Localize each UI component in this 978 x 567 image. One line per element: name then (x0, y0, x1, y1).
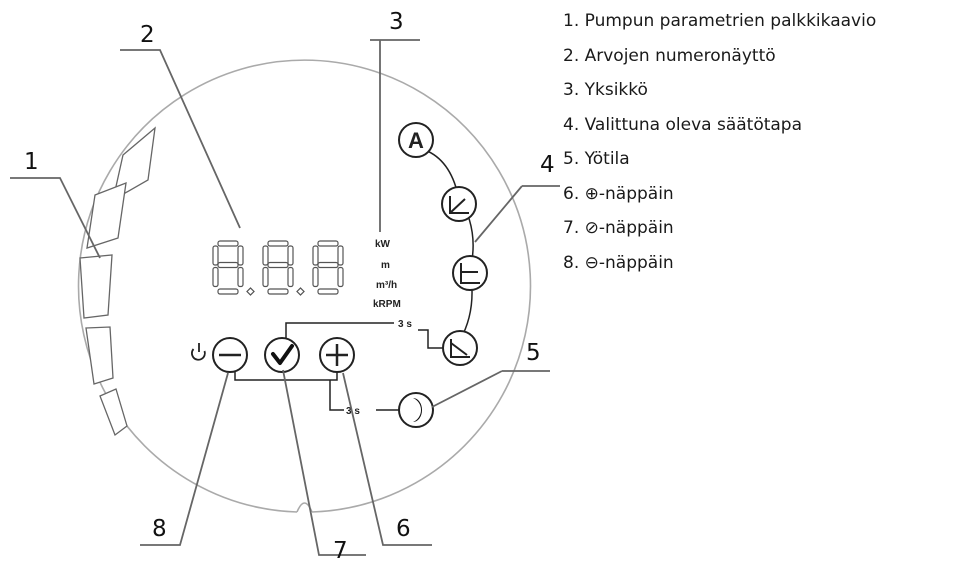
legend: 1. Pumpun parametrien palkkikaavio 2. Ar… (563, 4, 876, 280)
callout-7: 7 (333, 538, 348, 564)
leader-2 (120, 49, 241, 229)
callout-1: 1 (24, 149, 39, 175)
digit-segment (212, 245, 219, 266)
digit-segment (287, 266, 294, 288)
power-icon (191, 343, 206, 361)
plus-button[interactable] (319, 337, 355, 373)
night-mode-icon (398, 392, 434, 428)
display-digit (312, 240, 344, 295)
legend-item: 4. Valittuna oleva säätötapa (563, 114, 803, 135)
legend-item: 7. ⊘-näppäin (563, 218, 674, 238)
unit-m3h: m³/h (376, 280, 397, 291)
mode-auto-icon: A (398, 122, 434, 158)
callout-8: 8 (152, 516, 167, 542)
callout-6: 6 (396, 516, 411, 542)
digit-segment (267, 261, 289, 269)
digit-segment (337, 266, 344, 288)
unit-m: m (381, 260, 390, 271)
digit-segment (317, 261, 339, 269)
confirm-button[interactable] (264, 337, 300, 373)
timer-label-mode: 3 s (398, 319, 412, 330)
digit-segment (237, 245, 244, 266)
legend-item: 8. ⊖-näppäin (563, 252, 674, 273)
digit-segment (217, 240, 239, 247)
unit-krpm: kRPM (373, 299, 401, 310)
legend-item: 5. Yötila (563, 149, 630, 169)
timer-line-night (234, 367, 399, 411)
pump-control-panel-diagram: kW m m³/h kRPM A 3 s 3 s (10, 9, 560, 564)
digit-segment (287, 245, 294, 266)
unit-kw: kW (375, 239, 391, 250)
callout-2: 2 (140, 22, 155, 48)
digit-segment (262, 245, 269, 266)
leader-4 (474, 185, 560, 243)
leader-7 (282, 369, 366, 556)
digit-segment (237, 266, 244, 288)
decimal-point (246, 287, 255, 296)
digit-segment (312, 266, 319, 288)
digit-segment (312, 245, 319, 266)
bar-segment (112, 126, 156, 202)
leader-6 (342, 372, 432, 546)
legend-item: 6. ⊕-näppäin (563, 183, 674, 204)
leader-1 (10, 177, 101, 259)
bar-graph (79, 126, 156, 437)
display-digit (262, 240, 305, 296)
digit-segment (262, 266, 269, 288)
digit-segment (217, 261, 239, 269)
timer-label-night: 3 s (346, 406, 360, 417)
svg-text:A: A (408, 128, 424, 153)
digit-segment (217, 288, 239, 295)
decimal-point (296, 287, 305, 296)
digit-segment (212, 266, 219, 288)
timer-line-mode (285, 322, 444, 349)
bar-segment (99, 388, 128, 437)
constant-curve-icon (442, 330, 478, 366)
bar-segment (86, 181, 127, 249)
bar-segment (79, 254, 113, 319)
proportional-pressure-icon (441, 186, 477, 222)
callout-3: 3 (389, 9, 404, 35)
digit-segment (267, 288, 289, 295)
leader-lines (10, 39, 560, 556)
digit-segment (317, 240, 339, 247)
display-digit (212, 240, 255, 296)
legend-item: 3. Yksikkö (563, 80, 648, 100)
legend-item: 1. Pumpun parametrien palkkikaavio (563, 11, 877, 31)
digit-segment (317, 288, 339, 295)
minus-button[interactable] (212, 337, 248, 373)
digit-segment (267, 240, 289, 247)
constant-pressure-icon (452, 255, 488, 291)
digit-segment (337, 245, 344, 266)
numeric-display (212, 240, 344, 296)
leader-8 (140, 372, 229, 546)
leader-3 (370, 39, 420, 232)
bar-segment (85, 326, 114, 385)
mode-arc (424, 149, 474, 341)
leader-5 (431, 370, 550, 408)
legend-item: 2. Arvojen numeronäyttö (563, 45, 776, 66)
callout-5: 5 (526, 340, 541, 366)
callout-4: 4 (540, 152, 555, 178)
